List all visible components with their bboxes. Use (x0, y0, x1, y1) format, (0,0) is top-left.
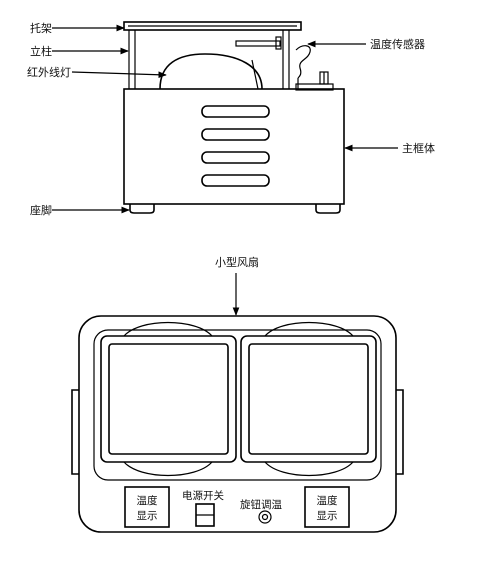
temp-display-left-line2: 显示 (137, 510, 158, 522)
label-tray: 托架 (30, 21, 52, 35)
label-temp-sensor: 温度传感器 (370, 37, 425, 51)
handle-right (396, 389, 404, 475)
fan-right-arc-bottom (264, 461, 354, 476)
temp-display-right-line1: 温度 (317, 494, 338, 507)
infrared-lamp (159, 53, 263, 90)
fan-left-arc-bottom (123, 461, 213, 476)
temp-display-left-line1: 温度 (137, 494, 158, 507)
label-power-switch: 电源开关 (182, 489, 224, 502)
label-small-fan: 小型风扇 (215, 255, 259, 269)
handle-left (71, 389, 79, 475)
column-right (282, 30, 290, 89)
temp-display-left: 温度 显示 (124, 486, 170, 528)
vent-slots (201, 105, 270, 187)
column-left (128, 30, 136, 89)
fan-right-arc-top (264, 322, 354, 337)
fan-right (240, 335, 377, 463)
label-main-body: 主框体 (402, 141, 435, 155)
side-view: 托架 立柱 红外线灯 温度传感器 主框体 座脚 (27, 21, 435, 217)
housing-inner (93, 329, 382, 481)
top-knob (295, 71, 334, 91)
temp-display-right-line2: 显示 (317, 510, 338, 522)
temp-knob[interactable] (258, 510, 272, 524)
fan-left-arc-top (123, 322, 213, 337)
label-knob-temp: 旋钮调温 (240, 498, 282, 511)
fan-left (100, 335, 237, 463)
power-switch[interactable] (195, 503, 215, 527)
label-base-feet: 座脚 (30, 203, 52, 217)
base-feet (129, 204, 341, 214)
temp-sensor (235, 36, 311, 89)
label-column: 立柱 (30, 44, 52, 58)
main-body (123, 88, 345, 205)
label-infrared-lamp: 红外线灯 (27, 65, 71, 79)
leader-lamp (71, 71, 167, 79)
front-view: 小型风扇 温度 显示 电源开关 (71, 255, 404, 533)
housing-outer (78, 315, 397, 533)
temp-display-right: 温度 显示 (304, 486, 350, 528)
